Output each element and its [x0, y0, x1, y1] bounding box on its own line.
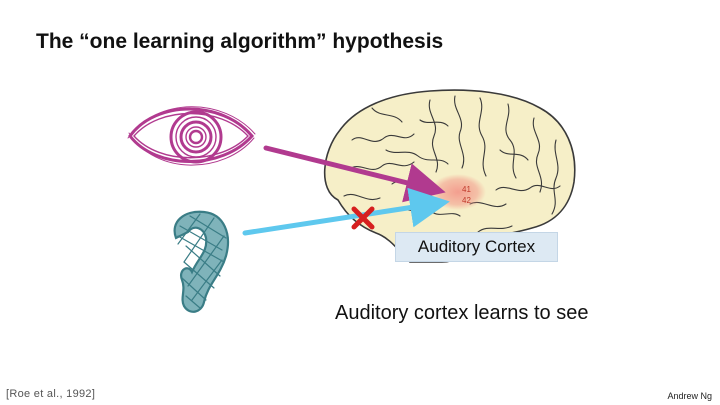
auditory-cortex-label: Auditory Cortex	[395, 232, 558, 262]
author-name: Andrew Ng	[667, 391, 712, 401]
slide-title: The “one learning algorithm” hypothesis	[36, 30, 444, 53]
caption: Auditory cortex learns to see	[335, 302, 589, 324]
cross-mark-icon	[351, 206, 375, 230]
ear-icon	[173, 210, 230, 313]
visual-pathway-arrow	[263, 145, 446, 203]
brodmann-area-41: 41	[462, 185, 471, 194]
eye-icon	[127, 106, 256, 166]
brodmann-area-42: 42	[462, 196, 471, 205]
auditory-pathway-arrow	[242, 187, 450, 236]
citation: [Roe et al., 1992]	[6, 388, 96, 400]
